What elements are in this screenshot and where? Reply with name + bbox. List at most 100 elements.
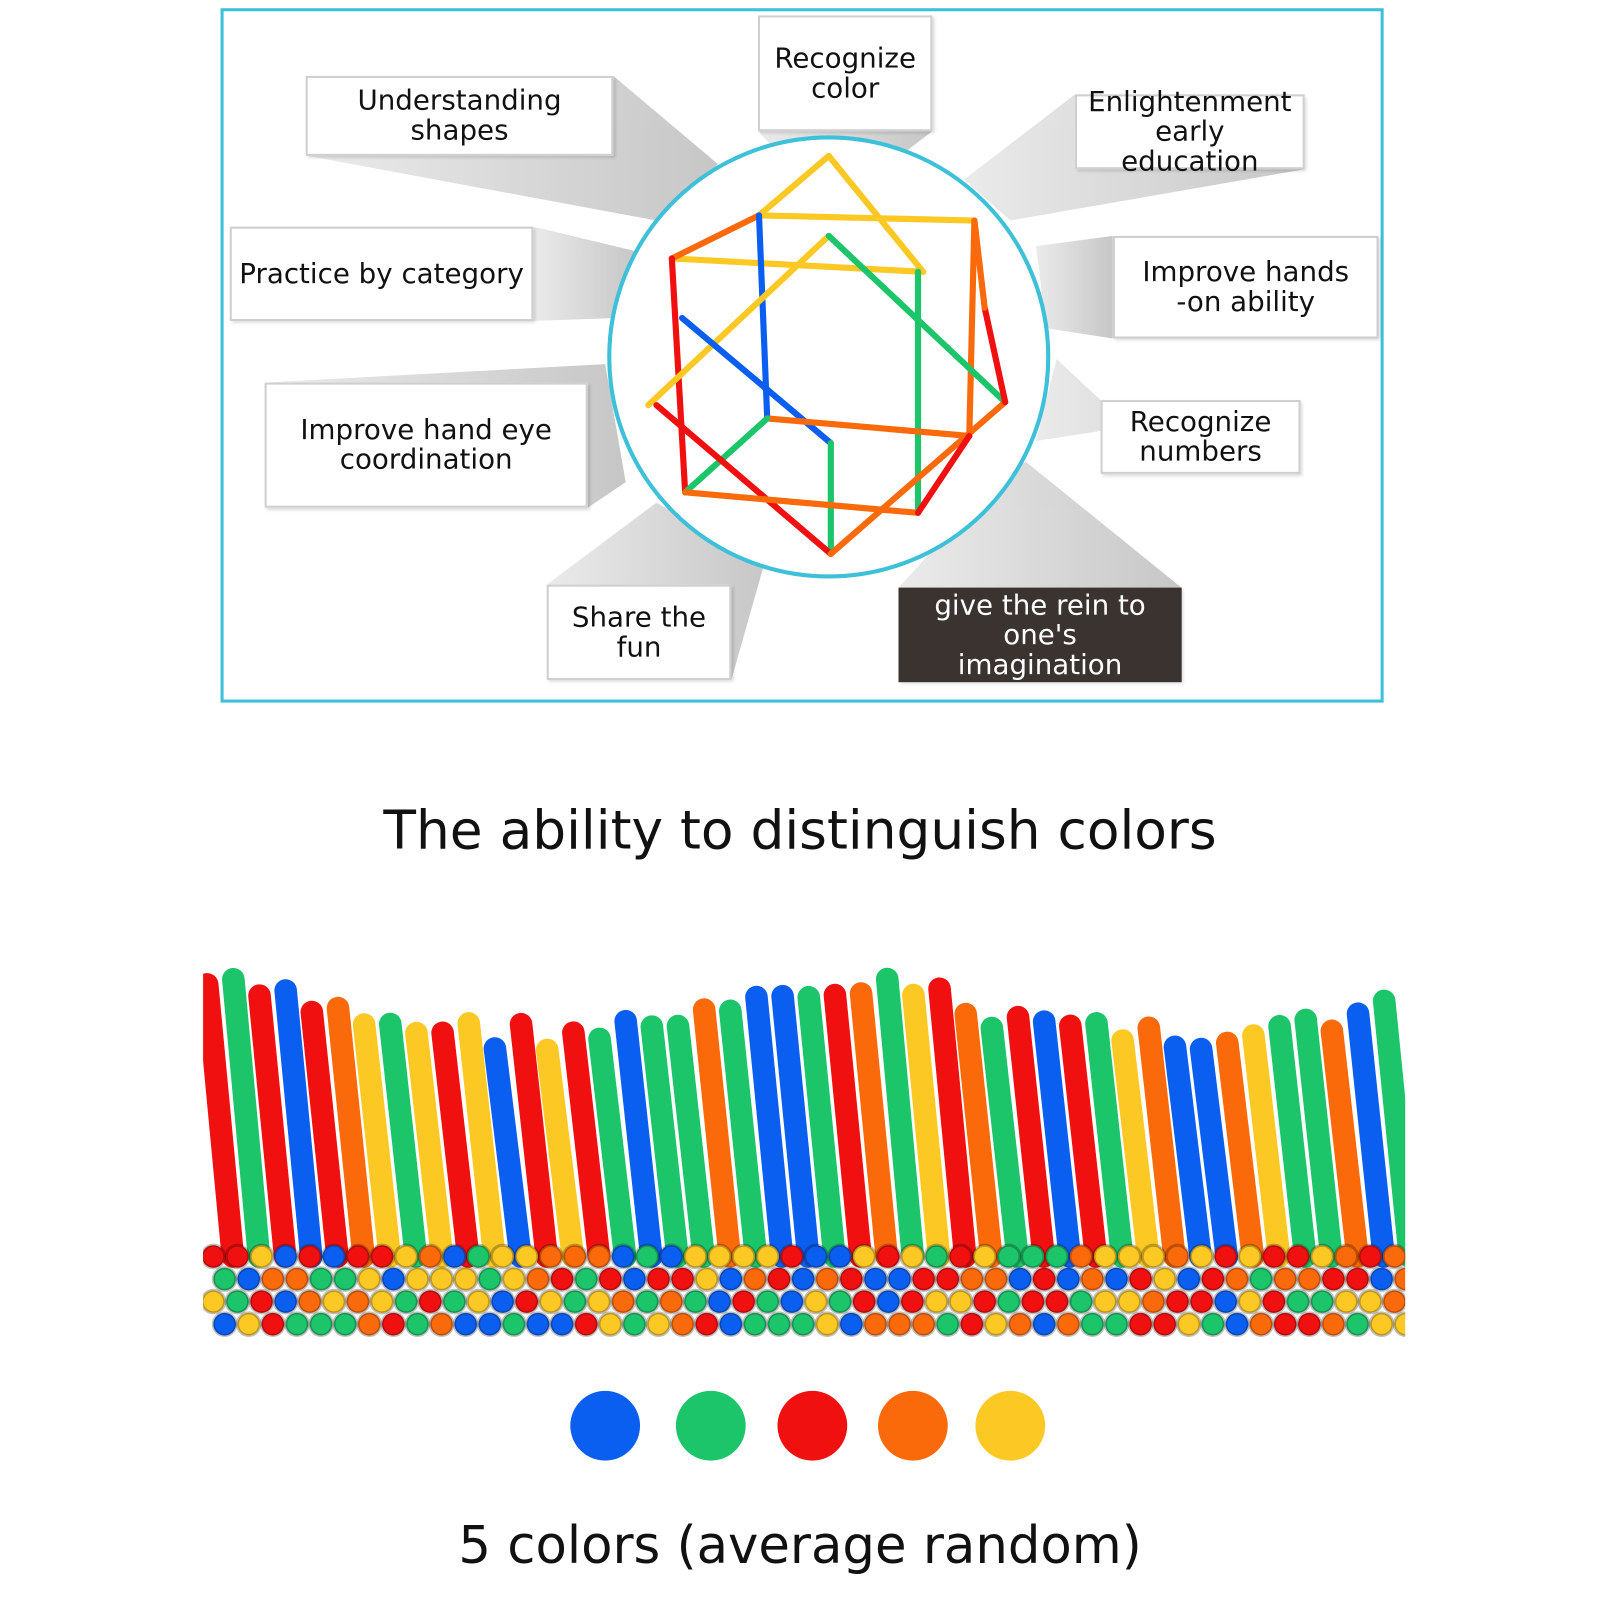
- straw-end: [1055, 1266, 1082, 1292]
- straw-end: [1116, 1288, 1143, 1315]
- straw-end: [838, 1311, 865, 1337]
- straw-end: [1381, 1243, 1406, 1270]
- straw-end: [428, 1311, 455, 1337]
- straw-end: [537, 1243, 564, 1270]
- straw-end: [1357, 1288, 1384, 1315]
- straw-end: [1116, 1243, 1143, 1270]
- straw-end: [284, 1311, 310, 1337]
- straw: [849, 982, 899, 1268]
- straw: [1372, 989, 1406, 1267]
- straw-end: [1320, 1311, 1347, 1337]
- straw-end: [597, 1311, 624, 1337]
- straw-end: [369, 1243, 395, 1270]
- straw-end: [730, 1288, 757, 1315]
- straw-end: [380, 1311, 407, 1337]
- straw-end: [669, 1266, 696, 1292]
- straw: [535, 1038, 585, 1268]
- straw-end: [910, 1311, 937, 1337]
- straw-end: [645, 1311, 672, 1337]
- color-dot-orange: [877, 1390, 948, 1461]
- straw: [1215, 1031, 1265, 1268]
- straw-end: [525, 1266, 551, 1292]
- model-straw: [645, 232, 832, 409]
- straw-end: [971, 1243, 998, 1270]
- feature-hands-on: Improve hands -on ability: [1112, 235, 1379, 339]
- straw-end: [1381, 1288, 1406, 1315]
- straw-end: [790, 1311, 816, 1337]
- straw-end: [1188, 1243, 1215, 1270]
- straw: [326, 996, 375, 1268]
- straw: [1320, 1019, 1369, 1268]
- straw-end: [296, 1243, 323, 1270]
- model-straw: [825, 232, 1009, 406]
- feature-imagination: give the rein to one's imagination: [898, 587, 1182, 683]
- straw-end: [465, 1243, 492, 1270]
- straw-end: [1068, 1243, 1094, 1270]
- straw: [509, 1012, 558, 1268]
- feature-recognize-numbers: Recognize numbers: [1100, 400, 1301, 474]
- straw: [980, 1016, 1029, 1268]
- color-dot-blue: [570, 1390, 641, 1461]
- straw-end: [1344, 1311, 1371, 1337]
- straw-end: [1272, 1266, 1299, 1292]
- model-straw: [914, 432, 973, 516]
- straw-end: [284, 1266, 310, 1292]
- straw-end: [1333, 1243, 1360, 1270]
- straw-end: [971, 1288, 998, 1315]
- straw-end: [562, 1288, 588, 1315]
- straw-end: [983, 1311, 1009, 1337]
- straw-end: [934, 1266, 961, 1292]
- straw: [457, 1012, 506, 1268]
- straw-end: [621, 1311, 648, 1337]
- straw-end: [910, 1266, 937, 1292]
- straw-end: [1309, 1288, 1335, 1315]
- model-straw: [971, 217, 988, 311]
- straw-end: [742, 1311, 768, 1337]
- straw-end: [321, 1243, 347, 1270]
- color-dot-yellow: [975, 1390, 1046, 1461]
- straw-end: [754, 1243, 781, 1270]
- straw-end: [923, 1243, 950, 1270]
- model-straw: [755, 212, 978, 224]
- straw-end: [814, 1266, 841, 1292]
- straw-end: [1055, 1311, 1082, 1337]
- straw-end: [1248, 1311, 1274, 1337]
- straw-end: [501, 1266, 527, 1292]
- feature-share-fun: Share the fun: [546, 584, 732, 681]
- straw-end: [682, 1288, 709, 1315]
- straw-end: [693, 1266, 720, 1292]
- straw-end: [766, 1311, 792, 1337]
- model-straw: [755, 152, 832, 219]
- straw-end: [1079, 1311, 1106, 1337]
- straw-end: [1020, 1243, 1046, 1270]
- straw: [203, 973, 245, 1268]
- straw-end: [610, 1288, 636, 1315]
- straw-end: [706, 1288, 733, 1315]
- straw: [222, 967, 271, 1268]
- straw-end: [1175, 1266, 1202, 1292]
- straw-end: [586, 1243, 612, 1270]
- straw-end: [1309, 1243, 1335, 1270]
- straw-end: [1285, 1288, 1311, 1315]
- straw-end: [779, 1243, 805, 1270]
- straw-end: [1296, 1311, 1323, 1337]
- straw-end: [947, 1243, 974, 1270]
- straw: [1111, 1029, 1160, 1268]
- straw-end: [610, 1243, 636, 1270]
- straw: [1242, 1024, 1291, 1268]
- straw-end: [827, 1243, 853, 1270]
- feature-hand-eye: Improve hand eye coordination: [264, 382, 588, 508]
- feature-practice-category: Practice by category: [229, 226, 534, 322]
- straw: [1059, 1014, 1108, 1268]
- straw-end: [321, 1288, 347, 1315]
- straw-end: [1127, 1311, 1154, 1337]
- straw-end: [693, 1311, 720, 1337]
- feature-frame: [220, 8, 1384, 703]
- model-straw: [966, 217, 978, 439]
- color-dot-red: [777, 1390, 848, 1461]
- straw-end: [851, 1243, 877, 1270]
- straw-end: [1357, 1243, 1384, 1270]
- straw-end: [1200, 1311, 1226, 1337]
- straw-end: [573, 1266, 600, 1292]
- straw-end: [1068, 1288, 1094, 1315]
